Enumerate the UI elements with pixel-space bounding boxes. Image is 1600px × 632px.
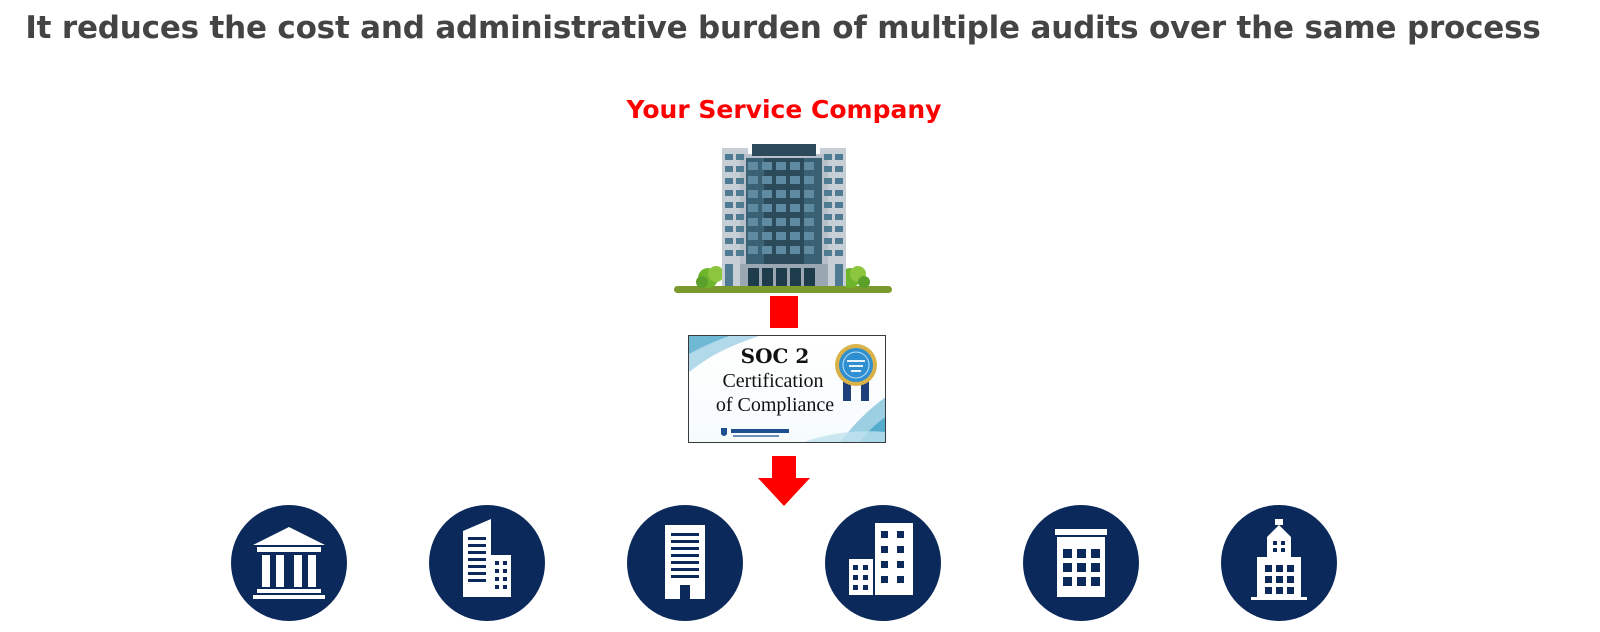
connector-bar [770,296,798,328]
client-bank [231,505,347,621]
company-title: Your Service Company [626,95,942,124]
client-tower [1221,505,1337,621]
tall-building-icon [665,525,705,599]
bank-icon [253,527,325,599]
office-tower-icon [674,144,892,293]
certificate-line-2: of Compliance [715,394,835,416]
down-arrow-icon [758,456,810,506]
soc2-certificate: SOC 2 Certification of Compliance [688,335,886,443]
client-city [825,505,941,621]
city-buildings-icon [849,523,913,595]
infoguard-logo-icon [721,428,789,437]
aicpa-soc-seal-icon [835,344,877,401]
client-office [429,505,545,621]
tower-building-icon [1251,519,1307,600]
office-building-icon [463,519,511,597]
certificate-wave-decoration [689,336,885,442]
client-apartment [1023,505,1139,621]
certificate-line-1: Certification [722,370,824,392]
headline: It reduces the cost and administrative b… [25,10,1541,46]
apartment-block-icon [1055,529,1107,597]
client-tall-building [627,505,743,621]
certificate-title: SOC 2 [740,344,810,368]
